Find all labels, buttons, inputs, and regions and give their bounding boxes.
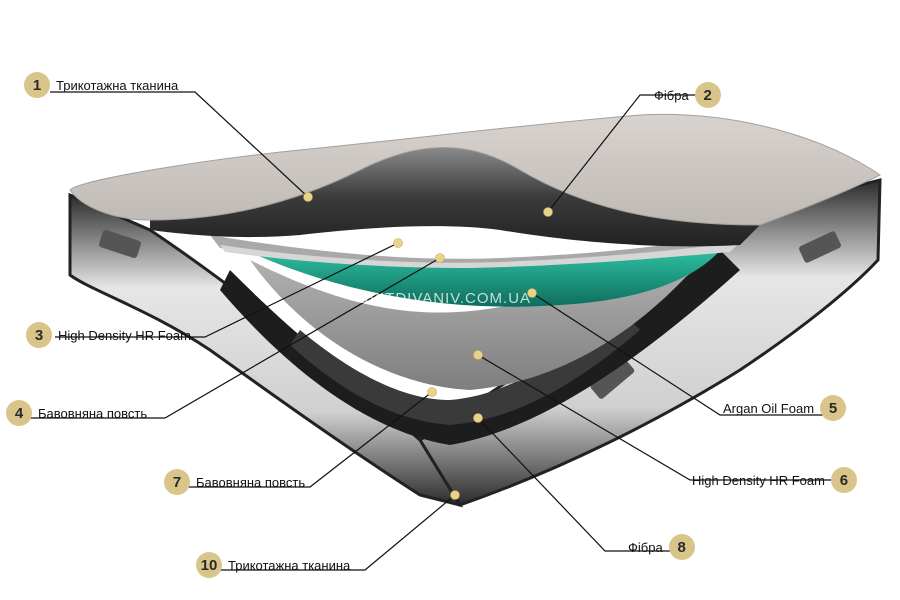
handle-right-top — [799, 231, 841, 263]
label-2: Фібра — [654, 87, 689, 103]
label-5: Argan Oil Foam — [723, 400, 815, 416]
leader-lines — [30, 91, 835, 571]
layer-fibre-bottom — [290, 310, 640, 425]
handle-left-top — [98, 230, 142, 258]
handle-right-bottom — [590, 358, 635, 399]
callout-4: 4 Бавовняна повсть — [6, 400, 147, 426]
badge-1: 1 — [24, 72, 50, 98]
layer-top-fabric — [69, 113, 881, 226]
callout-2: Фібра 2 — [654, 82, 721, 108]
label-1: Трикотажна тканина — [56, 77, 179, 93]
layer-bottom-dark — [220, 250, 740, 445]
badge-3: 3 — [26, 322, 52, 348]
badge-6: 6 — [830, 467, 857, 493]
label-8: Фібра — [628, 539, 663, 555]
badge-4: 4 — [6, 400, 32, 426]
watermark: SVITDIVANIV.COM.UA — [358, 290, 532, 307]
layer-felt-4 — [220, 242, 740, 268]
label-3: High Density HR Foam — [58, 327, 191, 343]
badge-2: 2 — [694, 82, 721, 108]
callout-5: Argan Oil Foam 5 — [723, 395, 847, 421]
layer-argan-foam — [245, 248, 722, 307]
leader-dots — [303, 192, 553, 500]
label-10: Трикотажна тканина — [228, 557, 351, 573]
label-4: Бавовняна повсть — [38, 405, 148, 421]
callout-3: 3 High Density HR Foam — [26, 322, 191, 348]
callout-1: 1 Трикотажна тканина — [24, 72, 178, 98]
callout-8: Фібра 8 — [628, 534, 695, 560]
label-7: Бавовняна повсть — [196, 474, 306, 490]
badge-10: 10 — [196, 552, 222, 578]
badge-7: 7 — [164, 469, 190, 495]
layer-fibre-2 — [150, 147, 760, 247]
label-6: High Density HR Foam — [692, 472, 825, 488]
callout-10: 10 Трикотажна тканина — [196, 552, 350, 578]
callout-7: 7 Бавовняна повсть — [164, 469, 305, 495]
badge-8: 8 — [668, 534, 695, 560]
callout-6: High Density HR Foam 6 — [692, 467, 857, 493]
badge-5: 5 — [820, 395, 847, 421]
